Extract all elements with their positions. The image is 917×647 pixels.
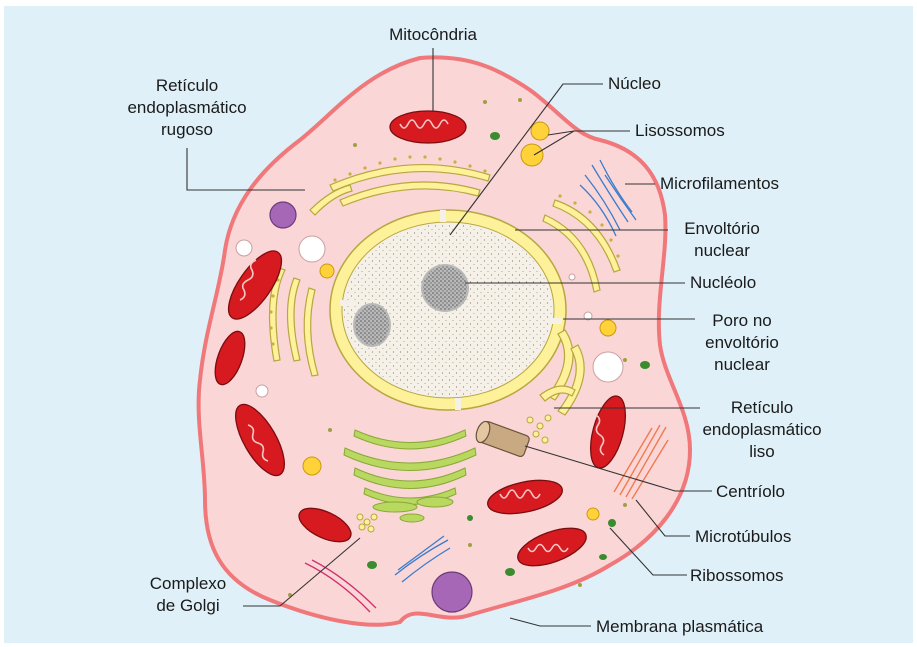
lysosome [600,320,616,336]
label-line: endoplasmático [700,419,824,441]
lysosome [531,122,549,140]
label-microtubulos: Microtúbulos [695,526,791,548]
label-mitocondria: Mitocôndria [370,24,496,46]
label-line: envoltório [695,332,789,354]
label-reticulo-liso: Retículo endoplasmático liso [700,397,824,463]
lysosome [320,264,334,278]
label-lisossomos: Lisossomos [635,120,725,142]
label-line: Complexo [136,573,240,595]
label-line: nuclear [672,240,772,262]
label-microfilamentos: Microfilamentos [660,173,779,195]
label-line: nuclear [695,354,789,376]
label-centriolo: Centríolo [716,481,785,503]
label-poro: Poro no envoltório nuclear [695,310,789,376]
lysosome [521,144,543,166]
label-line: liso [700,441,824,463]
label-line: Envoltório [672,218,772,240]
label-line: rugoso [127,119,247,141]
label-line: Retículo [700,397,824,419]
lysosome [303,457,321,475]
label-line: Retículo [127,75,247,97]
label-line: de Golgi [136,595,240,617]
label-golgi: Complexo de Golgi [136,573,240,617]
label-line: endoplasmático [127,97,247,119]
label-line: Poro no [695,310,789,332]
lysosome [587,508,599,520]
label-membrana: Membrana plasmática [596,616,763,638]
label-ribossomos: Ribossomos [690,565,784,587]
label-nucleo: Núcleo [608,73,661,95]
label-reticulo-rugoso: Retículo endoplasmático rugoso [127,75,247,141]
label-nucleolo: Nucléolo [690,272,756,294]
label-envoltorio: Envoltório nuclear [672,218,772,262]
